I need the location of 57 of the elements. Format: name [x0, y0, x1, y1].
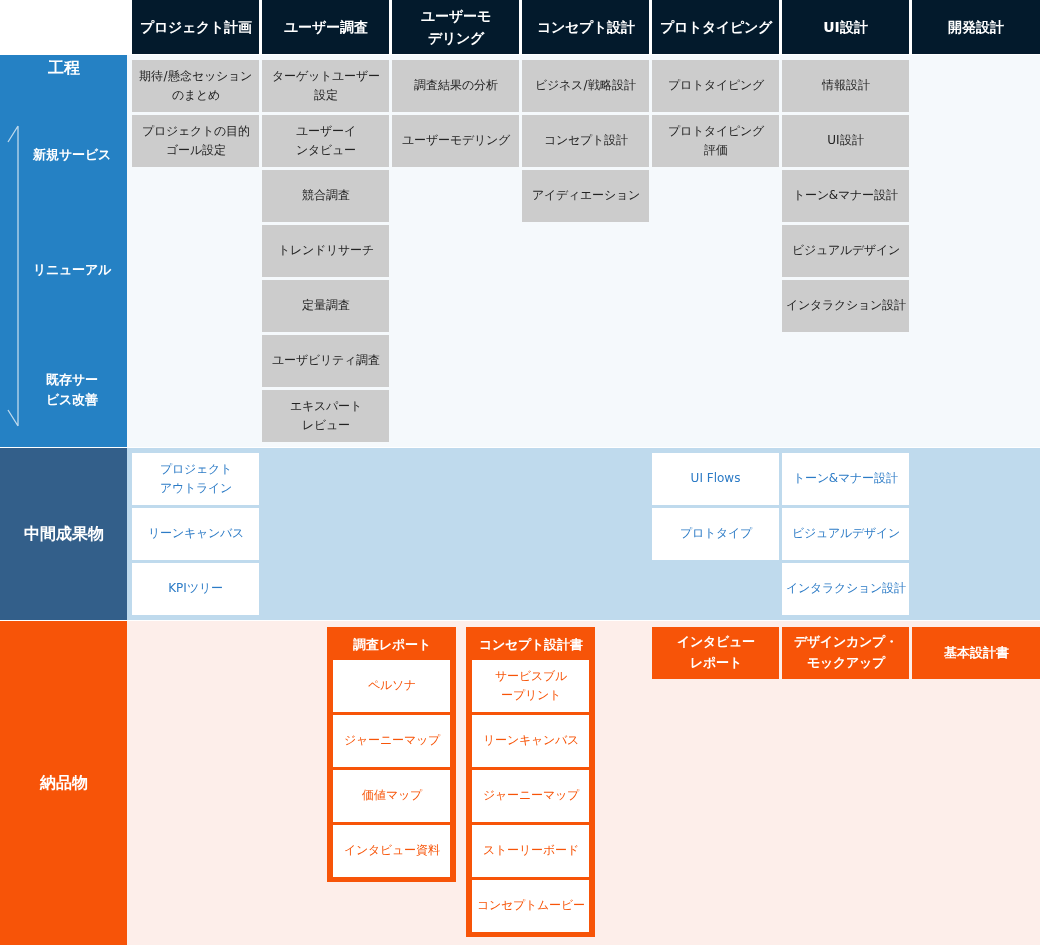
process-cell: アイディエーション: [522, 170, 649, 222]
deliverable-cell: プロトタイプ: [652, 508, 779, 560]
process-cell: プロトタイピング: [652, 60, 779, 112]
document-group: [466, 627, 595, 937]
column-header: ユーザーモデリング: [392, 0, 519, 54]
deliverable-cell: インタラクション設計: [782, 563, 909, 615]
scale-label: 既存サービス改善: [45, 371, 99, 410]
deliverable-cell: KPIツリー: [132, 563, 259, 615]
deliverable-cell: リーンキャンバス: [472, 715, 589, 767]
scale-label: リニューアル: [32, 261, 112, 279]
deliverable-cell: サービスブループリント: [472, 660, 589, 712]
process-cell: トレンドリサーチ: [262, 225, 389, 277]
column-header: 開発設計: [912, 0, 1040, 54]
process-cell: ビジュアルデザイン: [782, 225, 909, 277]
process-cell: ユーザーインタビュー: [262, 115, 389, 167]
row-header: 中間成果物: [0, 448, 127, 620]
deliverable-cell: ビジュアルデザイン: [782, 508, 909, 560]
process-cell: トーン&マナー設計: [782, 170, 909, 222]
deliverable-box: デザインカンプ・モックアップ: [782, 627, 909, 679]
process-cell: 競合調査: [262, 170, 389, 222]
row-header: 納品物: [0, 621, 127, 945]
process-cell: 期待/懸念セッションのまとめ: [132, 60, 259, 112]
process-cell: コンセプト設計: [522, 115, 649, 167]
deliverable-cell: インタビュー資料: [333, 825, 450, 877]
scale-label: 新規サービス: [32, 146, 112, 164]
process-cell: 定量調査: [262, 280, 389, 332]
deliverable-box: 基本設計書: [912, 627, 1040, 679]
document-group: [327, 627, 456, 882]
process-cell: インタラクション設計: [782, 280, 909, 332]
column-header: ユーザー調査: [262, 0, 389, 54]
group-title: 調査レポート: [351, 636, 432, 654]
column-header: プロトタイピング: [652, 0, 779, 54]
column-header: コンセプト設計: [522, 0, 649, 54]
deliverable-cell: リーンキャンバス: [132, 508, 259, 560]
process-cell: ユーザビリティ調査: [262, 335, 389, 387]
deliverable-box: インタビューレポート: [652, 627, 779, 679]
process-cell: UI設計: [782, 115, 909, 167]
deliverable-cell: トーン&マナー設計: [782, 453, 909, 505]
group-title: コンセプト設計書: [477, 636, 584, 654]
process-cell: プロジェクトの目的ゴール設定: [132, 115, 259, 167]
process-cell: ターゲットユーザー設定: [262, 60, 389, 112]
column-header: UI設計: [782, 0, 909, 54]
deliverable-cell: ストーリーボード: [472, 825, 589, 877]
process-cell: エキスパートレビュー: [262, 390, 389, 442]
deliverable-cell: 価値マップ: [333, 770, 450, 822]
deliverable-cell: コンセプトムービー: [472, 880, 589, 932]
deliverable-cell: プロジェクトアウトライン: [132, 453, 259, 505]
process-cell: プロトタイピング評価: [652, 115, 779, 167]
process-cell: ビジネス/戦略設計: [522, 60, 649, 112]
process-cell: 調査結果の分析: [392, 60, 519, 112]
deliverable-cell: ペルソナ: [333, 660, 450, 712]
deliverable-cell: ジャーニーマップ: [472, 770, 589, 822]
process-cell: 情報設計: [782, 60, 909, 112]
process-cell: ユーザーモデリング: [392, 115, 519, 167]
deliverable-cell: UI Flows: [652, 453, 779, 505]
deliverable-cell: ジャーニーマップ: [333, 715, 450, 767]
column-header: プロジェクト計画: [132, 0, 259, 54]
